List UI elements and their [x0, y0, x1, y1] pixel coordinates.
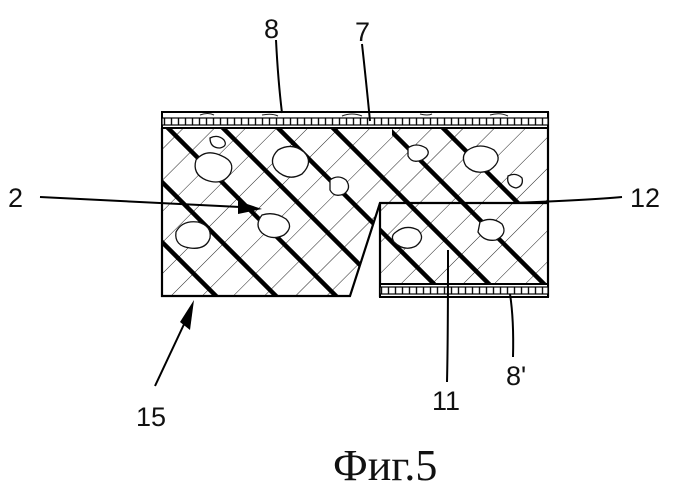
label-12: 12	[630, 183, 660, 213]
top-lamination-8	[162, 112, 548, 128]
label-15: 15	[136, 402, 166, 432]
label-8: 8	[264, 14, 279, 44]
figure-caption: Фиг.5	[333, 441, 437, 487]
label-11: 11	[432, 386, 460, 416]
label-2: 2	[8, 183, 23, 213]
label-7: 7	[355, 17, 370, 47]
label-8-prime: 8'	[506, 361, 526, 391]
bottom-lamination-8-prime	[380, 284, 548, 297]
